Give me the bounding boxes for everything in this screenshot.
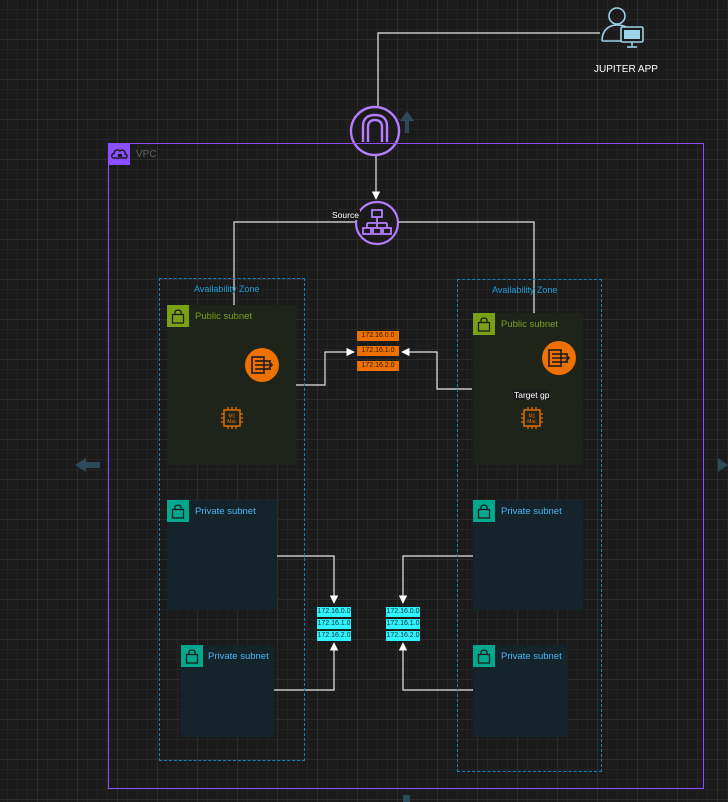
availability-zone-left: [159, 278, 305, 761]
target-group-label: Target gp: [513, 390, 551, 400]
route-table-private-left-row[interactable]: 172.16.2.0: [317, 631, 351, 641]
public-subnet-right[interactable]: [473, 313, 583, 465]
route-table-private-left-row[interactable]: 172.16.1.0: [317, 619, 351, 629]
padlock-icon: [167, 305, 189, 327]
availability-zone-right-label: Availability Zone: [492, 285, 558, 295]
load-balancer-icon[interactable]: [354, 200, 400, 246]
padlock-icon: [181, 645, 203, 667]
chip-label-line2: Mac: [527, 419, 537, 425]
edge-app-to-gateway: [377, 32, 600, 107]
vpc-label: VPC: [136, 149, 157, 160]
private-subnet-right-2-label: Private subnet: [501, 651, 562, 662]
private-subnet-right-1-label: Private subnet: [501, 506, 562, 517]
chip-label-line2: Mac: [227, 419, 237, 425]
user-icon: [601, 7, 644, 48]
app-label: JUPITER APP: [594, 64, 658, 75]
vpc-container: [108, 143, 704, 789]
chip-label-line1: M1: [529, 414, 536, 420]
route-table-public-row[interactable]: 172.16.0.0: [357, 331, 399, 341]
edge-left-priv1-to-rt: [277, 555, 339, 604]
ec2-mac-instance-icon[interactable]: M1 Mac: [520, 406, 544, 430]
arrow-up-icon: [400, 111, 414, 133]
route-table-private-right-row[interactable]: 172.16.1.0: [386, 619, 420, 629]
arrow-right-icon: [718, 458, 728, 472]
nat-gateway-icon[interactable]: [541, 340, 577, 376]
edge-left-priv2-to-rt: [274, 642, 339, 691]
edge-right-priv1-to-rt: [398, 555, 473, 604]
padlock-icon: [473, 313, 495, 335]
availability-zone-right: [457, 279, 602, 772]
chip-label-line1: M1: [229, 414, 236, 420]
route-table-private-right-row[interactable]: 172.16.2.0: [386, 631, 420, 641]
padlock-icon: [473, 500, 495, 522]
public-subnet-right-label: Public subnet: [501, 319, 559, 330]
private-subnet-left-2-label: Private subnet: [208, 651, 269, 662]
nat-gateway-icon[interactable]: [244, 347, 280, 383]
edge-left-public-to-rt: [296, 347, 355, 386]
route-table-public-row[interactable]: 172.16.2.0: [357, 361, 399, 371]
arrow-down-icon: [403, 795, 410, 802]
route-table-public-row[interactable]: 172.16.1.0: [357, 346, 399, 356]
edge-right-public-to-rt: [401, 347, 472, 390]
route-table-private-right-row[interactable]: 172.16.0.0: [386, 607, 420, 617]
desktop-icon: [620, 26, 644, 48]
route-table-private-left-row[interactable]: 172.16.0.0: [317, 607, 351, 617]
load-balancer-label: Source: [331, 210, 360, 220]
padlock-icon: [167, 500, 189, 522]
private-subnet-left-1-label: Private subnet: [195, 506, 256, 517]
arrow-left-icon: [75, 458, 100, 472]
ec2-mac-instance-icon[interactable]: M1 Mac: [220, 406, 244, 430]
vpc-cloud-icon: [108, 143, 130, 165]
public-subnet-left-label: Public subnet: [195, 311, 253, 322]
availability-zone-left-label: Availability Zone: [194, 284, 260, 294]
edge-right-priv2-to-rt: [398, 642, 473, 691]
public-subnet-left[interactable]: [167, 305, 296, 465]
padlock-icon: [473, 645, 495, 667]
